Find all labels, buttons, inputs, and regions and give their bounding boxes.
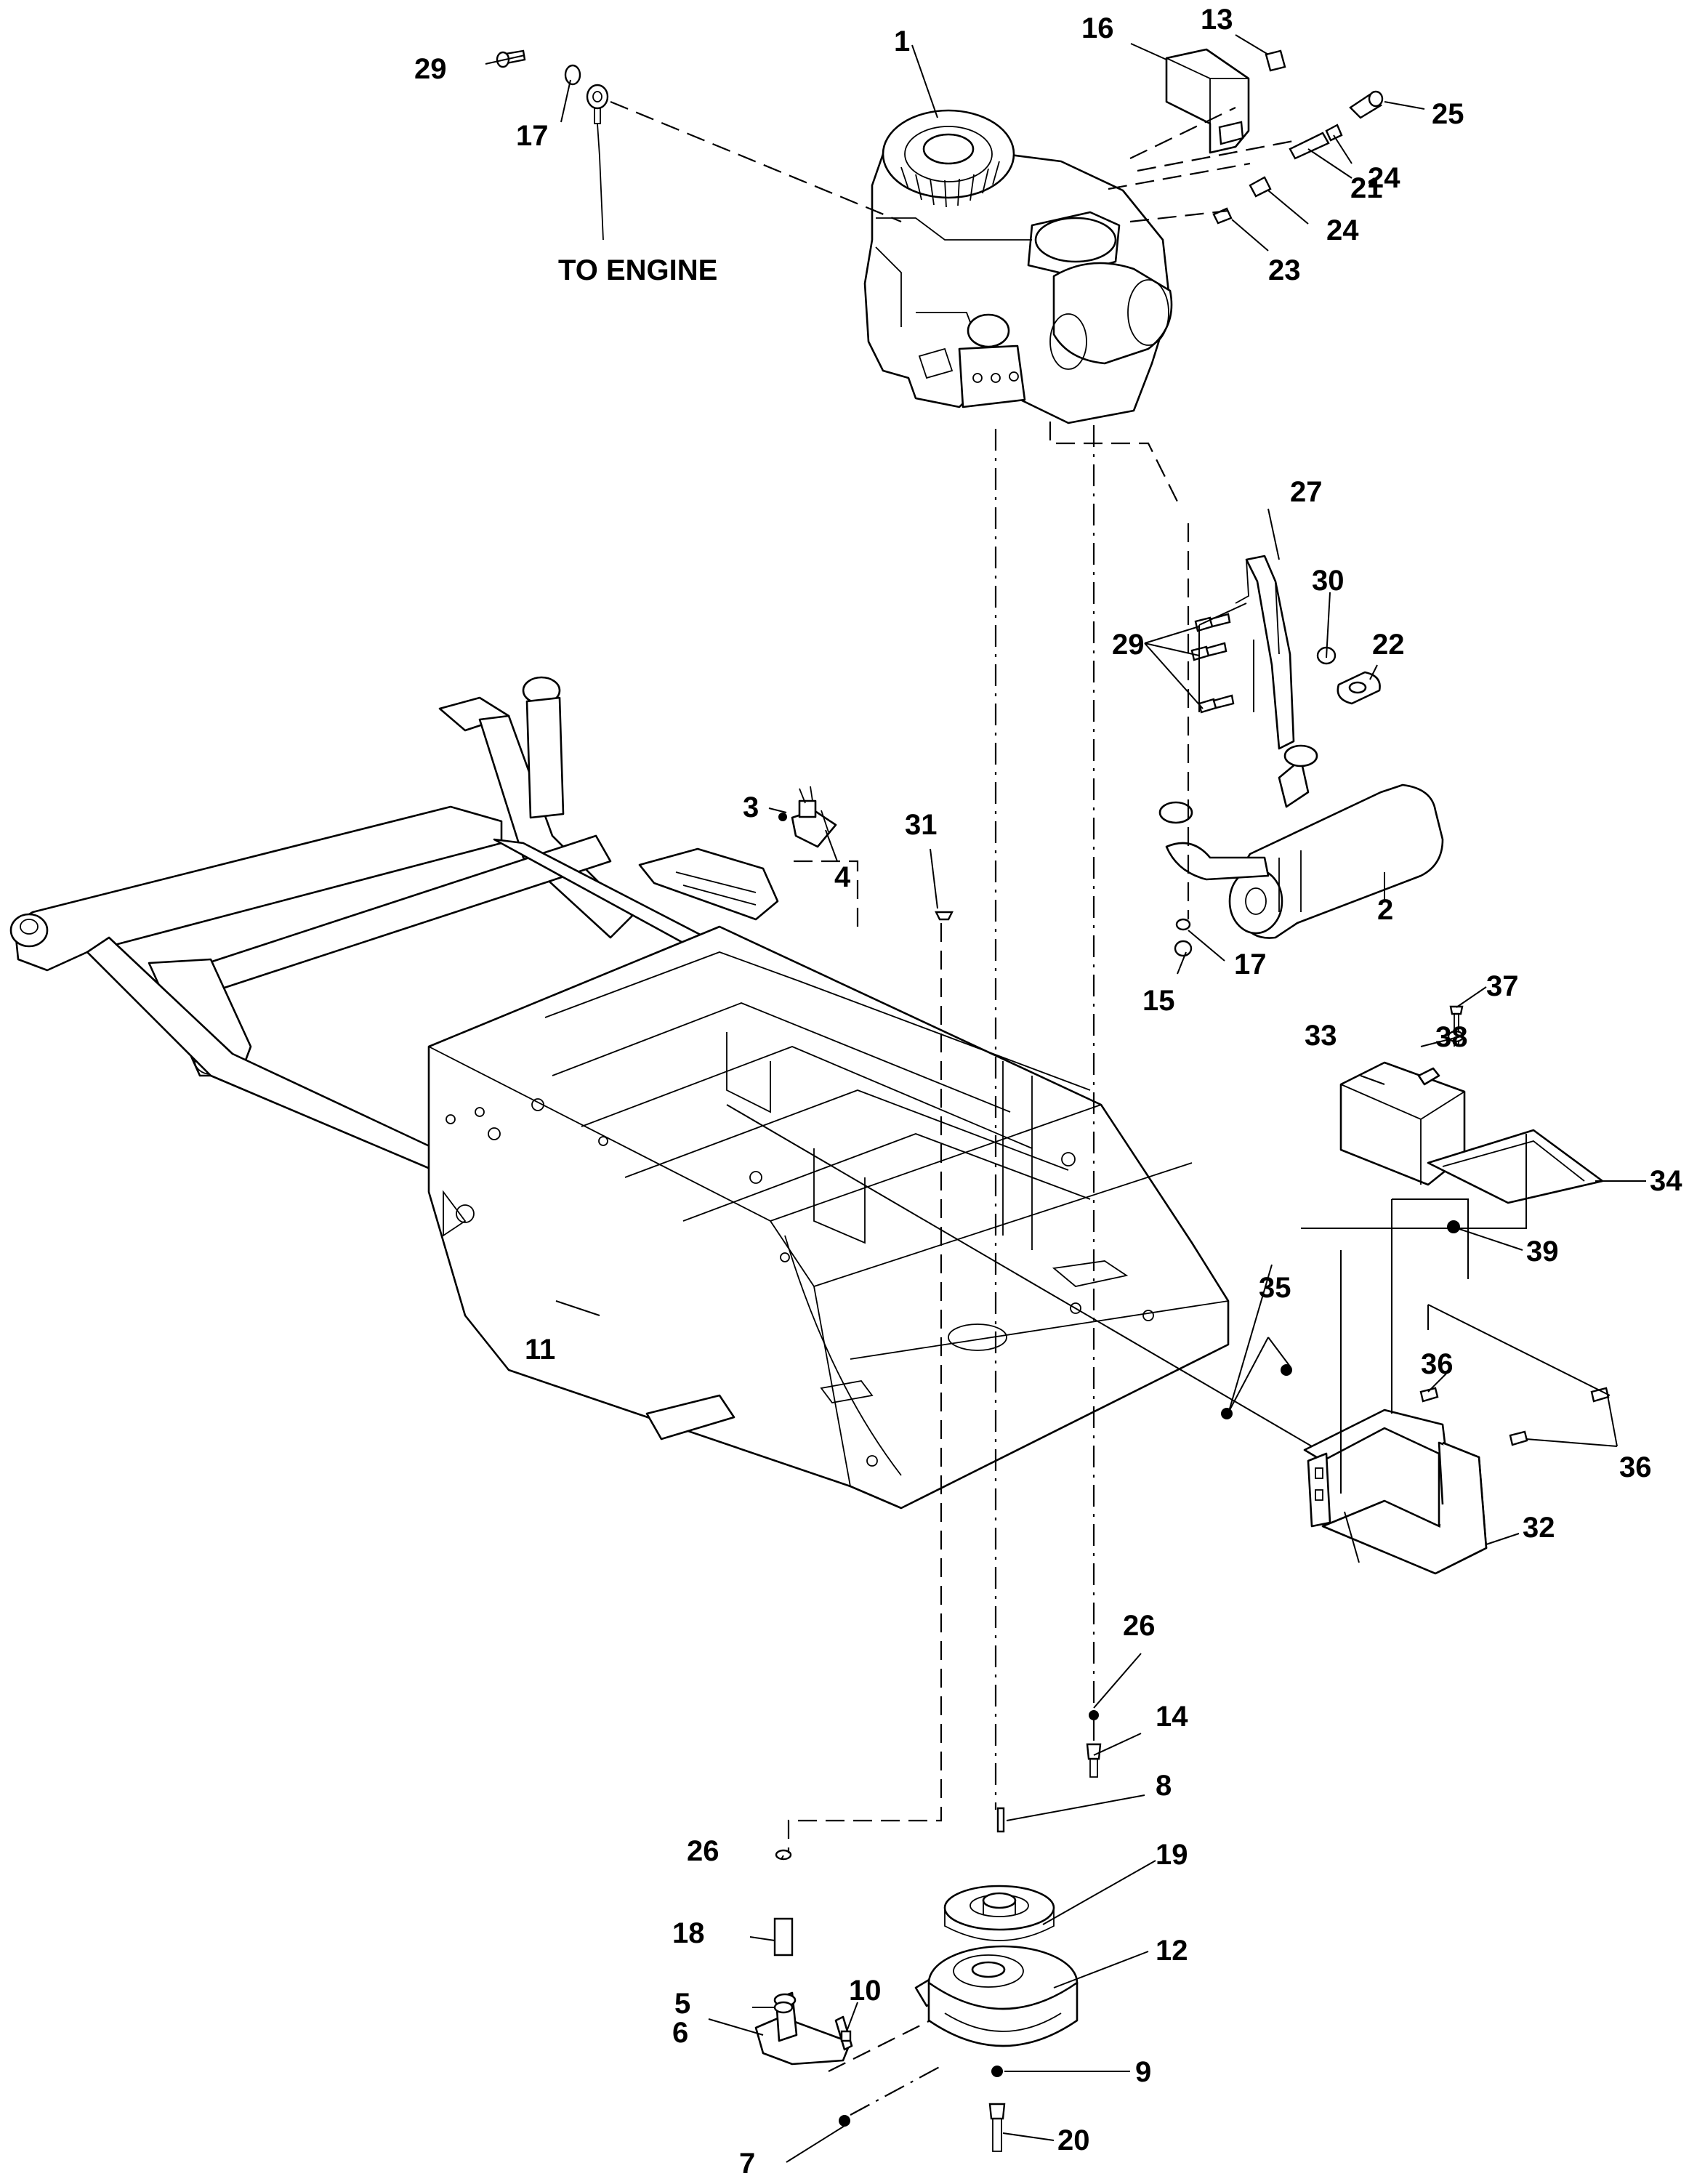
callout-6: 6 <box>672 2017 688 2049</box>
callout-11: 11 <box>525 1334 555 1366</box>
assembly-lines <box>610 100 1611 2116</box>
callout-13: 13 <box>1201 4 1233 36</box>
exhaust-bracket <box>1235 555 1295 750</box>
leader-lines <box>485 34 1646 2163</box>
muffler <box>1158 744 1444 939</box>
callout-24-upper: 24 <box>1368 162 1400 194</box>
callout-15: 15 <box>1142 985 1175 1017</box>
callout-27: 27 <box>1290 476 1323 508</box>
battery <box>1339 1061 1466 1186</box>
callout-14: 14 <box>1156 1701 1188 1733</box>
callout-9: 9 <box>1135 2056 1151 2088</box>
callout-32: 32 <box>1523 1512 1555 1544</box>
callout-24-lower: 24 <box>1326 214 1359 246</box>
callout-2: 2 <box>1377 894 1393 926</box>
engine <box>863 109 1173 424</box>
callout-36-lower: 36 <box>1619 1451 1652 1483</box>
callout-21: 21 <box>1350 172 1383 204</box>
pto-pulley <box>943 1885 1055 1941</box>
callout-10: 10 <box>849 1975 882 2007</box>
callout-29-top: 29 <box>414 53 447 85</box>
battery-tray <box>1303 1409 1488 1575</box>
callout-5: 5 <box>674 1988 690 2020</box>
callout-31: 31 <box>905 809 938 841</box>
anti-rotation-bracket <box>754 1991 853 2066</box>
pto-clutch <box>914 1945 1079 2047</box>
callout-17-muffler: 17 <box>1234 948 1267 980</box>
fuel-solenoid-bracket <box>778 786 837 848</box>
callout-30: 30 <box>1312 565 1345 597</box>
callout-38: 38 <box>1435 1021 1468 1053</box>
callout-1: 1 <box>894 25 910 57</box>
callout-35: 35 <box>1259 1272 1291 1304</box>
callout-4: 4 <box>834 861 851 893</box>
callout-7: 7 <box>739 2148 755 2180</box>
callout-18: 18 <box>672 1917 705 1949</box>
callout-26-upper: 26 <box>1123 1610 1156 1642</box>
callout-25: 25 <box>1432 98 1464 130</box>
callout-23: 23 <box>1268 254 1301 286</box>
callout-34: 34 <box>1650 1165 1682 1197</box>
callout-12: 12 <box>1156 1935 1188 1967</box>
callout-3: 3 <box>743 791 759 823</box>
exhaust-gasket <box>1337 671 1381 705</box>
callout-22: 22 <box>1372 629 1405 661</box>
callout-33: 33 <box>1305 1020 1337 1052</box>
chassis-frame <box>9 676 1230 1510</box>
callout-17-top: 17 <box>516 120 549 152</box>
callout-19: 19 <box>1156 1839 1188 1871</box>
callout-labels: 1 2 3 4 5 6 7 8 9 10 11 12 13 14 15 16 1… <box>414 4 1682 2180</box>
callout-8: 8 <box>1156 1770 1172 1802</box>
callout-39: 39 <box>1526 1236 1559 1268</box>
hardware <box>496 48 1610 2152</box>
callout-37: 37 <box>1486 970 1519 1002</box>
callout-26-lower: 26 <box>687 1835 719 1867</box>
callout-36-upper: 36 <box>1421 1348 1454 1380</box>
callout-20: 20 <box>1057 2124 1090 2156</box>
to-engine-note: TO ENGINE <box>558 254 717 286</box>
callout-16: 16 <box>1081 12 1114 44</box>
callout-29-bracket: 29 <box>1112 629 1145 661</box>
